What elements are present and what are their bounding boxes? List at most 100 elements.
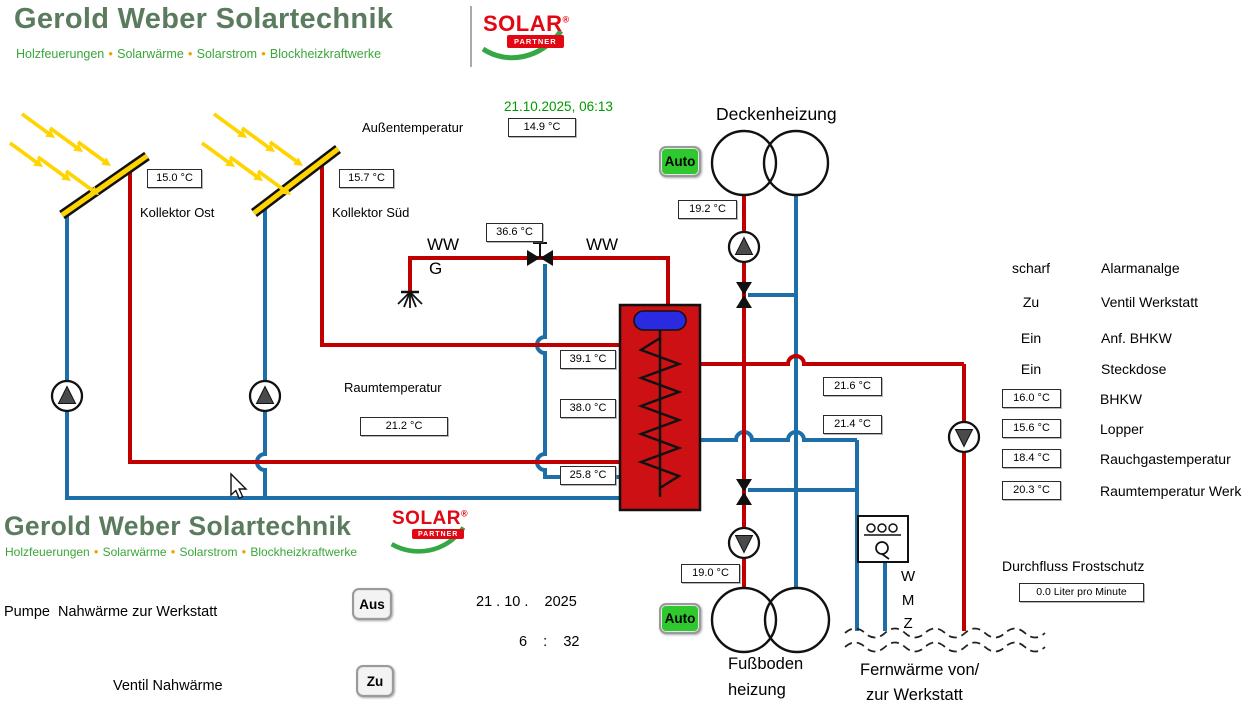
- status-alarm-state: scharf: [1011, 260, 1051, 276]
- tank-temp-middle: 38.0 °C: [560, 399, 616, 418]
- tagline-word: Solarstrom: [196, 47, 258, 61]
- pump-deckenheizung-icon: [727, 230, 761, 264]
- ww-temp: 36.6 °C: [486, 223, 543, 242]
- tagline-word: Solarwärme: [117, 47, 184, 61]
- solar-logo-banner: PARTNER: [412, 529, 465, 539]
- decken-supply-temp: 19.2 °C: [678, 200, 737, 219]
- registered-mark: ®: [562, 14, 570, 25]
- loop-return-temp: 21.4 °C: [823, 415, 882, 434]
- collector-ost-label: Kollektor Ost: [140, 205, 215, 220]
- hot-pipes: [128, 163, 966, 631]
- storage-tank: [618, 303, 702, 512]
- pump-collector-ost-icon: [50, 379, 84, 413]
- wmz-letter: M: [901, 591, 915, 609]
- mouse-cursor-icon: [230, 472, 248, 500]
- status-alarm-label: Alarmanalge: [1101, 260, 1180, 276]
- pump-nahwaerme-label: Pumpe Nahwärme zur Werkstatt: [4, 604, 218, 620]
- tagline-bullet-icon: ●: [108, 49, 114, 58]
- buried-pipe-lines: [844, 627, 1046, 653]
- pump-nahwaerme-state-button[interactable]: Aus: [352, 588, 392, 620]
- fussboden-label-line1: Fußboden: [728, 655, 804, 673]
- wmz-letter: W: [901, 568, 916, 585]
- status-ventil-label: Ventil Werkstatt: [1101, 294, 1199, 310]
- collector-ost-temp: 15.0 °C: [147, 169, 202, 188]
- collector-sued-label: Kollektor Süd: [332, 205, 410, 220]
- status-bhkw-label: Anf. BHKW: [1101, 330, 1172, 346]
- sun-rays-ost-icon: [8, 112, 113, 197]
- lopper-temp-label: Lopper: [1100, 421, 1144, 437]
- lopper-temp-value: 15.6 °C: [1002, 419, 1061, 438]
- pump-fussboden-icon: [727, 526, 761, 560]
- footer-time: 6 : 32: [519, 634, 580, 650]
- outdoor-temp-label: Außentemperatur: [362, 120, 464, 135]
- tagline-word: Solarwärme: [102, 545, 167, 559]
- tagline-word: Solarstrom: [179, 545, 238, 559]
- collector-sued-graphic: [250, 145, 342, 217]
- room-temp-value: 21.2 °C: [360, 417, 448, 436]
- tagline-bullet-icon: ●: [241, 547, 247, 556]
- bhkw-temp-label: BHKW: [1100, 391, 1142, 407]
- solar-logo-banner: PARTNER: [507, 35, 564, 48]
- werkstatt-room-temp-value: 20.3 °C: [1002, 481, 1061, 500]
- ww-label-g: G: [429, 259, 443, 278]
- collector-sued-temp: 15.7 °C: [339, 169, 394, 188]
- wmz-letter: Z: [903, 615, 913, 632]
- fussboden-supply-temp: 19.0 °C: [681, 564, 740, 583]
- solar-logo-text: SOLAR: [483, 11, 563, 36]
- fussbodenheizung-symbol: [710, 586, 831, 654]
- room-temp-label: Raumtemperatur: [344, 380, 442, 395]
- ventil-nahwaerme-label: Ventil Nahwärme: [113, 678, 223, 694]
- heat-meter-wmz-icon: [857, 515, 909, 563]
- tank-temp-top: 39.1 °C: [560, 350, 616, 369]
- valve-ww-icon: [527, 242, 553, 266]
- pump-fernwaerme-icon: [947, 420, 981, 454]
- ventil-nahwaerme-state-button[interactable]: Zu: [356, 665, 394, 697]
- tagline-word: Holzfeuerungen: [16, 47, 105, 61]
- status-steckdose-label: Steckdose: [1101, 361, 1167, 377]
- frostschutz-label: Durchfluss Frostschutz: [1002, 558, 1145, 574]
- collector-ost-graphic: [59, 151, 150, 220]
- solar-logo-word: SOLAR®: [483, 11, 570, 37]
- cold-pipes: [65, 195, 887, 631]
- wmz-letters: W M Z: [901, 565, 915, 636]
- werkstatt-room-temp-label: Raumtemperatur Werk: [1100, 483, 1242, 499]
- bhkw-temp-value: 16.0 °C: [1002, 389, 1061, 408]
- deckenheizung-label: Deckenheizung: [716, 104, 837, 124]
- outdoor-temp-value: 14.9 °C: [508, 118, 576, 137]
- solar-logo-text: SOLAR: [392, 508, 461, 529]
- tagline-bullet-icon: ●: [261, 49, 266, 58]
- ww-label-left: WW: [427, 235, 460, 254]
- tagline-word: Blockheizkraftwerke: [250, 545, 358, 559]
- tagline-bullet-icon: ●: [170, 547, 176, 556]
- footer-brand-title: Gerold Weber Solartechnik: [4, 511, 352, 541]
- tagline-bullet-icon: ●: [187, 49, 193, 58]
- status-bhkw-state: Ein: [1020, 330, 1042, 346]
- rauchgas-temp-value: 18.4 °C: [1002, 449, 1061, 468]
- header-divider: [470, 6, 472, 67]
- decken-auto-button[interactable]: Auto: [659, 146, 701, 177]
- tagline-bullet-icon: ●: [93, 547, 99, 556]
- footer-brand-tagline: Holzfeuerungen●Solarwärme●Solarstrom●Blo…: [5, 545, 357, 559]
- tagline-word: Holzfeuerungen: [5, 545, 90, 559]
- registered-mark: ®: [461, 508, 469, 519]
- frostschutz-value: 0.0 Liter pro Minute: [1019, 583, 1144, 602]
- rauchgas-temp-label: Rauchgastemperatur: [1100, 451, 1231, 467]
- datetime-display: 21.10.2025, 06:13: [504, 99, 613, 114]
- brand-title: Gerold Weber Solartechnik: [14, 3, 394, 35]
- fussboden-label-line2: heizung: [728, 681, 786, 699]
- solar-partner-logo: SOLAR® PARTNER: [479, 5, 570, 71]
- footer-solar-partner-logo: SOLAR® PARTNER: [388, 502, 470, 566]
- tagline-word: Blockheizkraftwerke: [269, 47, 382, 61]
- solar-logo-word: SOLAR®: [392, 508, 468, 530]
- footer-date: 21 . 10 . 2025: [476, 594, 577, 610]
- status-ventil-state: Zu: [1022, 294, 1040, 310]
- status-steckdose-state: Ein: [1020, 361, 1042, 377]
- fernwaerme-label-line1: Fernwärme von/: [860, 661, 980, 679]
- fussboden-auto-button[interactable]: Auto: [659, 603, 701, 634]
- fernwaerme-label-line2: zur Werkstatt: [866, 686, 963, 704]
- loop-supply-temp: 21.6 °C: [823, 377, 882, 396]
- pump-collector-sued-icon: [248, 379, 282, 413]
- tank-temp-bottom: 25.8 °C: [560, 466, 616, 485]
- ww-label-right: WW: [586, 235, 619, 254]
